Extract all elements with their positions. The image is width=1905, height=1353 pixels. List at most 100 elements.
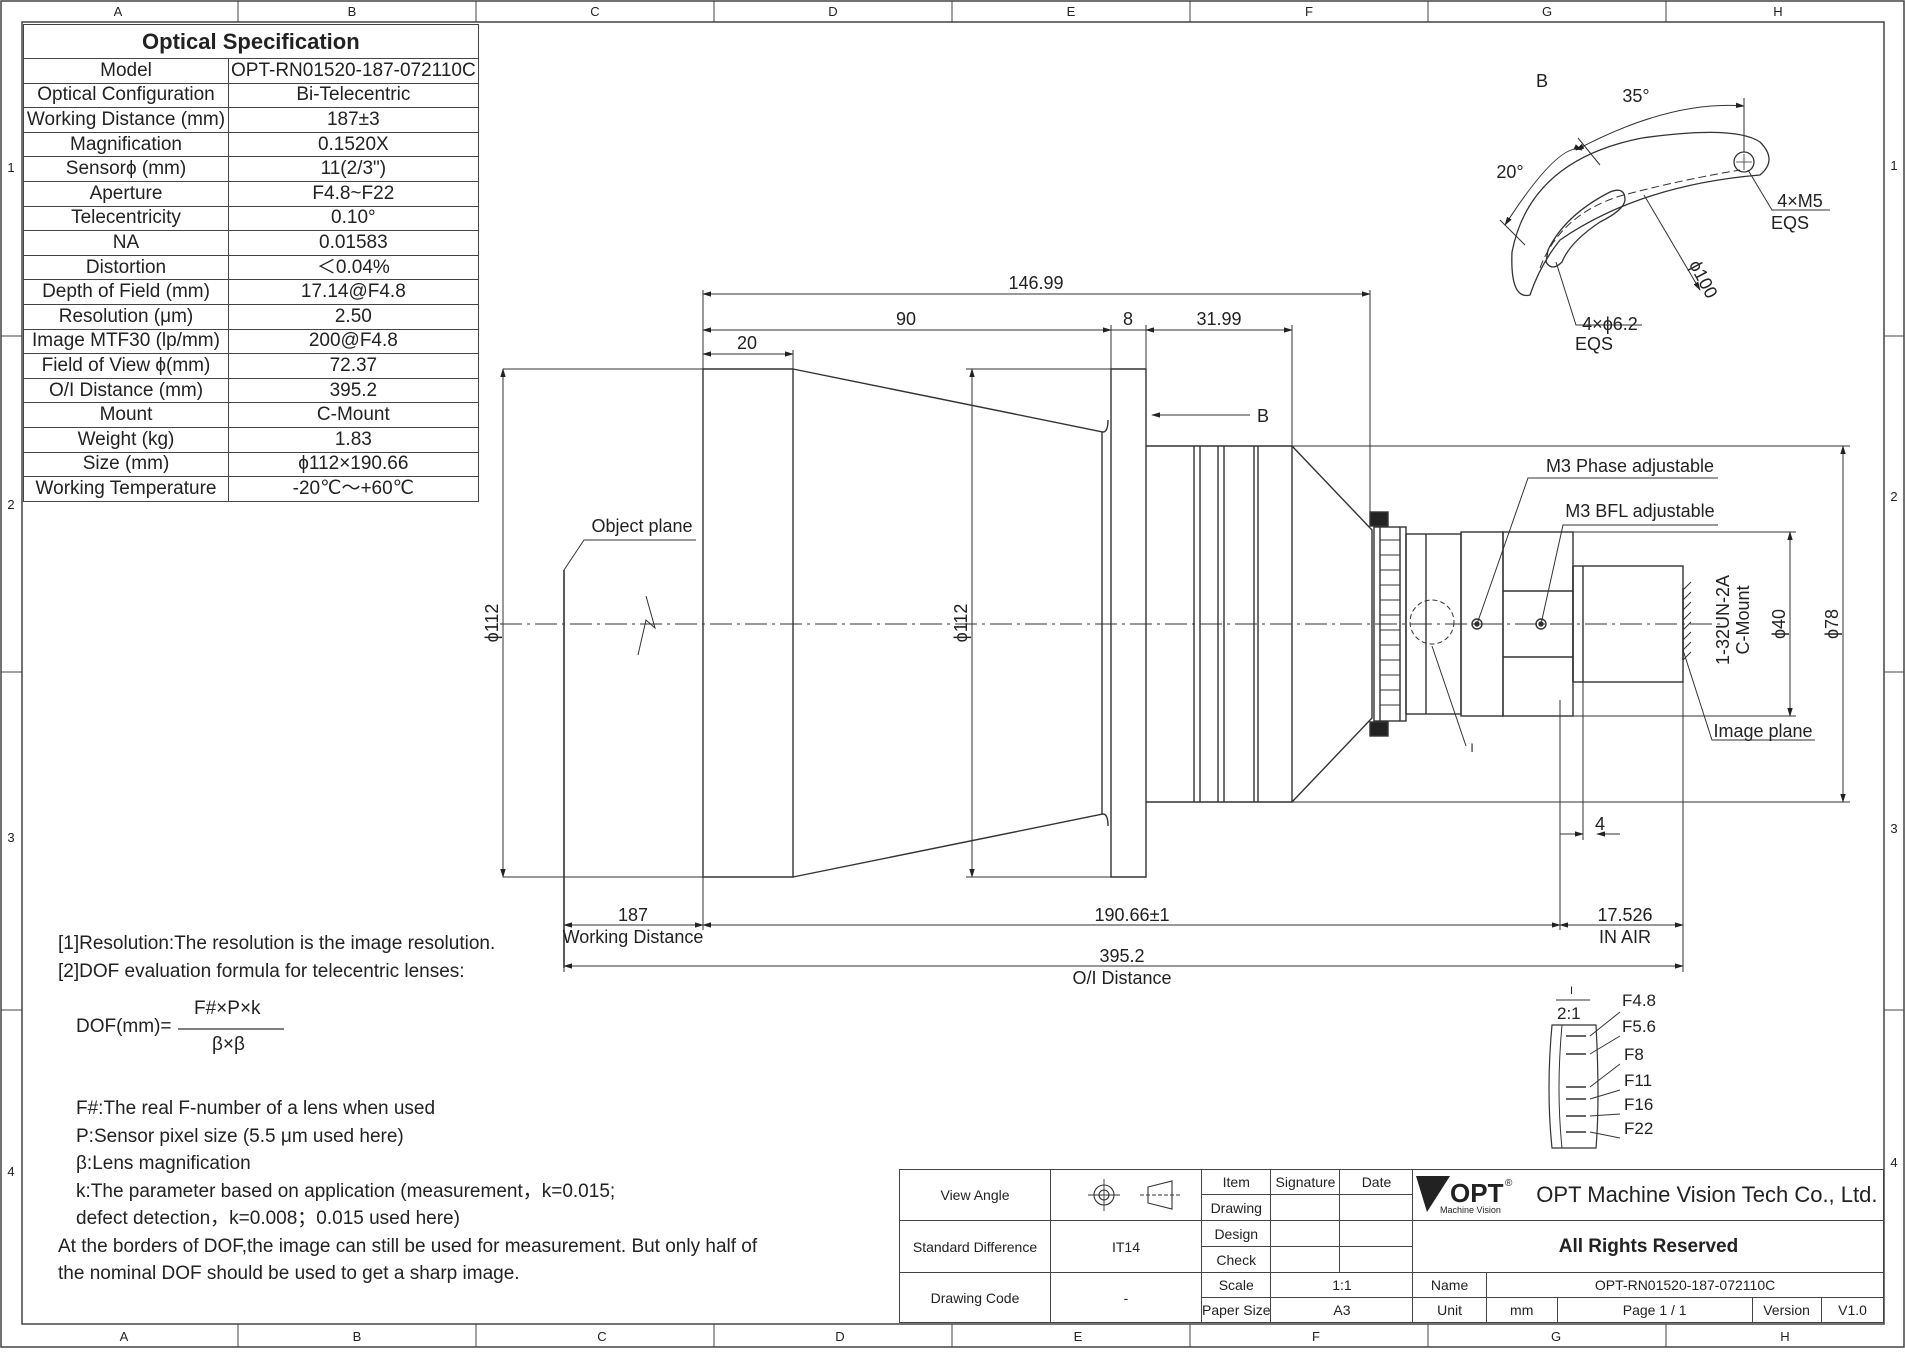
eqs-label-1: EQS [1771, 213, 1809, 233]
paper-size-value: A3 [1270, 1297, 1414, 1323]
unit-value: mm [1485, 1297, 1558, 1323]
oi-distance-label: O/I Distance [1072, 968, 1171, 988]
version-value: V1.0 [1820, 1297, 1885, 1323]
col-label: G [1542, 4, 1552, 19]
title-block: View Angle Item Signature Date OPT Machi… [899, 1169, 1885, 1323]
stop-label: F11 [1624, 1071, 1652, 1090]
spec-value: 11(2/3") [228, 156, 479, 182]
mount-label: C-Mount [1733, 585, 1753, 654]
spec-label: Resolution (μm) [23, 303, 229, 330]
spec-label: Sensorϕ (mm) [23, 156, 229, 182]
row-label: 3 [7, 830, 14, 845]
aperture-scale-text: I 2:1 F4.8 F5.6 F8 F11 F16 F22 [1557, 985, 1656, 1138]
view-angle-label: View Angle [899, 1169, 1051, 1221]
dim-90: 90 [896, 309, 916, 329]
drawing-signature [1270, 1194, 1341, 1221]
image-plane-hatch [1682, 581, 1692, 661]
row-label: 2 [1890, 489, 1897, 504]
formula-denominator: β×β [212, 1034, 245, 1055]
ring-knurl [1380, 539, 1400, 706]
view-angle-symbols [1050, 1169, 1202, 1221]
row-label: 1 [1890, 158, 1897, 173]
col-label: B [353, 1329, 362, 1344]
leader-image-plane [1682, 649, 1815, 741]
drawing-label: Drawing [1200, 1194, 1272, 1221]
detail-view-b-text: B 35° 20° 4×M5 EQS ϕ100 4×ϕ6.2 EQS [1496, 71, 1822, 354]
view-b-marker: B [1257, 406, 1269, 426]
object-plane-label: Object plane [591, 516, 692, 536]
detail-b-title: B [1536, 71, 1548, 91]
holes-62-label: 4×ϕ6.2 [1582, 314, 1638, 334]
paper-size-label: Paper Size [1200, 1297, 1272, 1323]
spec-label: Optical Configuration [23, 82, 229, 109]
marker-i: I [1470, 741, 1473, 755]
row-label: 4 [7, 1164, 14, 1179]
check-date [1339, 1246, 1414, 1273]
break-mark [637, 595, 656, 656]
phase-screw [1471, 618, 1483, 630]
col-label: E [1067, 4, 1076, 19]
col-label: H [1780, 1329, 1789, 1344]
taper-top [792, 368, 1109, 433]
design-label: Design [1200, 1220, 1272, 1247]
leader-object-plane [563, 539, 696, 571]
check-signature [1270, 1246, 1341, 1273]
front-barrel [702, 368, 794, 878]
rear-body [1146, 445, 1293, 803]
spec-label: Working Distance (mm) [23, 107, 229, 133]
stop-label: F22 [1624, 1119, 1653, 1138]
row-label: 4 [1890, 1155, 1897, 1170]
spec-value: C-Mount [228, 402, 479, 428]
spec-label: Mount [23, 402, 229, 428]
spec-value: OPT-RN01520-187-072110C [228, 58, 479, 84]
spec-label: Field of View ϕ(mm) [23, 353, 229, 379]
note-resolution: [1]Resolution:The resolution is the imag… [58, 933, 496, 954]
spec-row: Sensorϕ (mm)11(2/3") [23, 156, 479, 182]
leader-i [1431, 645, 1467, 747]
bfl-adjustable-label: M3 BFL adjustable [1565, 501, 1714, 521]
spec-row: Resolution (μm)2.50 [23, 303, 479, 330]
working-distance-label: Working Distance [563, 927, 704, 947]
dim-20: 20 [737, 333, 757, 353]
spec-title: Optical Specification [23, 24, 479, 59]
spec-label: Weight (kg) [23, 426, 229, 453]
spec-label: Distortion [23, 254, 229, 281]
dim-3199: 31.99 [1196, 309, 1241, 329]
spec-value: 200@F4.8 [228, 328, 479, 355]
spec-label: Image MTF30 (lp/mm) [23, 328, 229, 355]
drawing-code-value: - [1050, 1272, 1202, 1323]
dim-146: 146.99 [1008, 273, 1063, 293]
company-name: OPT Machine Vision Tech Co., Ltd. [1412, 1169, 1885, 1221]
spec-row: Working Distance (mm)187±3 [23, 107, 479, 133]
design-signature [1270, 1220, 1341, 1247]
signature-header: Signature [1270, 1169, 1341, 1195]
dimension-lines [500, 290, 1850, 972]
name-value: OPT-RN01520-187-072110C [1485, 1272, 1885, 1298]
thread-label: 1-32UN-2A [1713, 575, 1733, 665]
stop-label: F16 [1624, 1095, 1653, 1114]
it14-value: IT14 [1050, 1220, 1202, 1273]
formula-lhs: DOF(mm)= [76, 1016, 172, 1037]
dim-19066: 190.66±1 [1095, 905, 1170, 925]
spec-value: Bi-Telecentric [228, 82, 479, 109]
note-border-2: the nominal DOF should be used to get a … [58, 1263, 520, 1284]
dim-78: ϕ78 [1822, 609, 1842, 639]
spec-label: Size (mm) [23, 451, 229, 478]
scale-ratio: 2:1 [1557, 1004, 1581, 1023]
rear-cone [1291, 445, 1373, 803]
spec-row: Working Temperature-20℃～+60℃ [23, 476, 479, 502]
scale-top-mark: I [1570, 985, 1573, 997]
col-label: D [835, 1329, 844, 1344]
design-date [1339, 1220, 1414, 1247]
spec-value: ＜0.04% [228, 254, 479, 281]
dim-3952: 395.2 [1099, 946, 1144, 966]
spec-row: Depth of Field (mm)17.14@F4.8 [23, 279, 479, 305]
angle-35: 35° [1622, 86, 1649, 106]
row-label: 2 [7, 497, 14, 512]
row-label: 3 [1890, 821, 1897, 836]
item-header: Item [1200, 1169, 1272, 1195]
spec-value: -20℃～+60℃ [228, 476, 479, 502]
